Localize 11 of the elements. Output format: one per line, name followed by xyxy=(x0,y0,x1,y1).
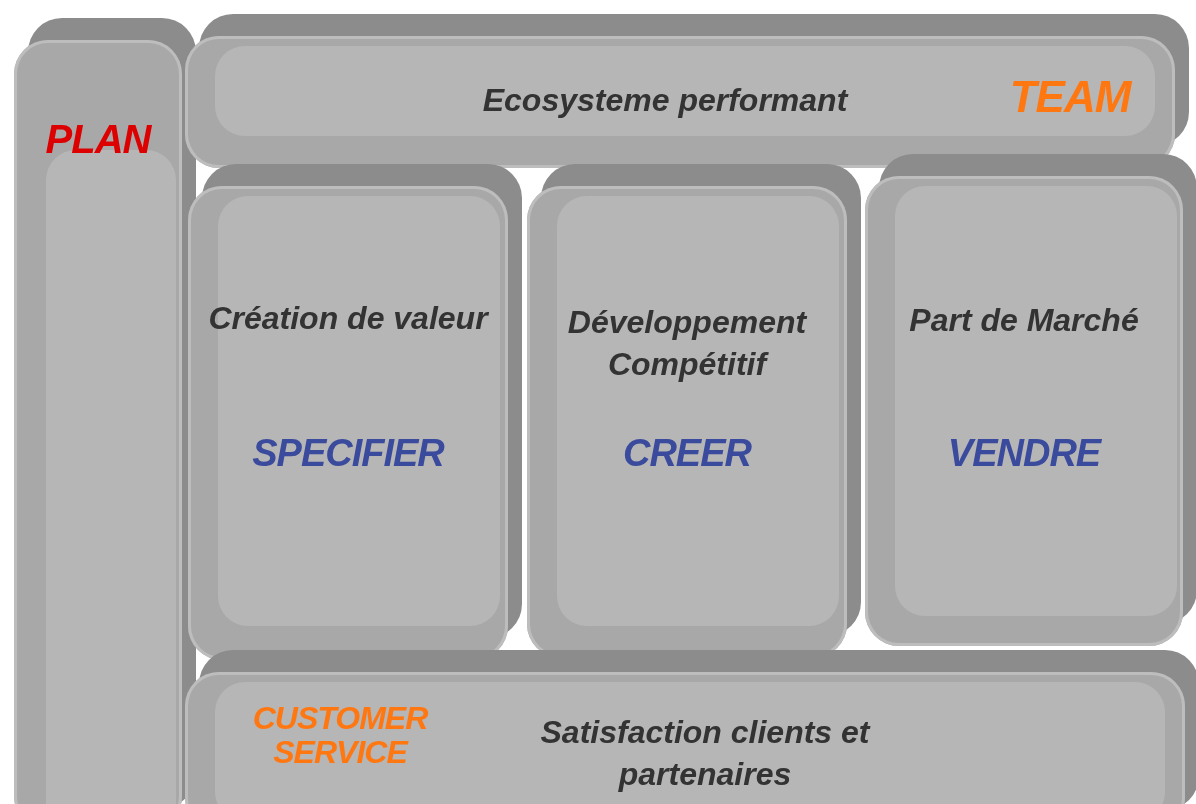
block-text: Part de Marché xyxy=(908,301,1140,340)
block-text: Développement Compétitif xyxy=(566,303,809,384)
block-text: Création de valeur xyxy=(207,299,490,338)
block-heading: TEAM xyxy=(1008,74,1133,121)
block-text: Satisfaction clients et partenaires xyxy=(539,713,872,794)
block-heading: CUSTOMER SERVICE xyxy=(251,702,429,770)
block-heading: SPECIFIER xyxy=(251,434,446,474)
block-heading: PLAN xyxy=(44,118,153,160)
block-heading: VENDRE xyxy=(946,434,1103,474)
block-heading: CREER xyxy=(622,434,753,474)
block-text: Ecosysteme performant xyxy=(481,81,850,120)
